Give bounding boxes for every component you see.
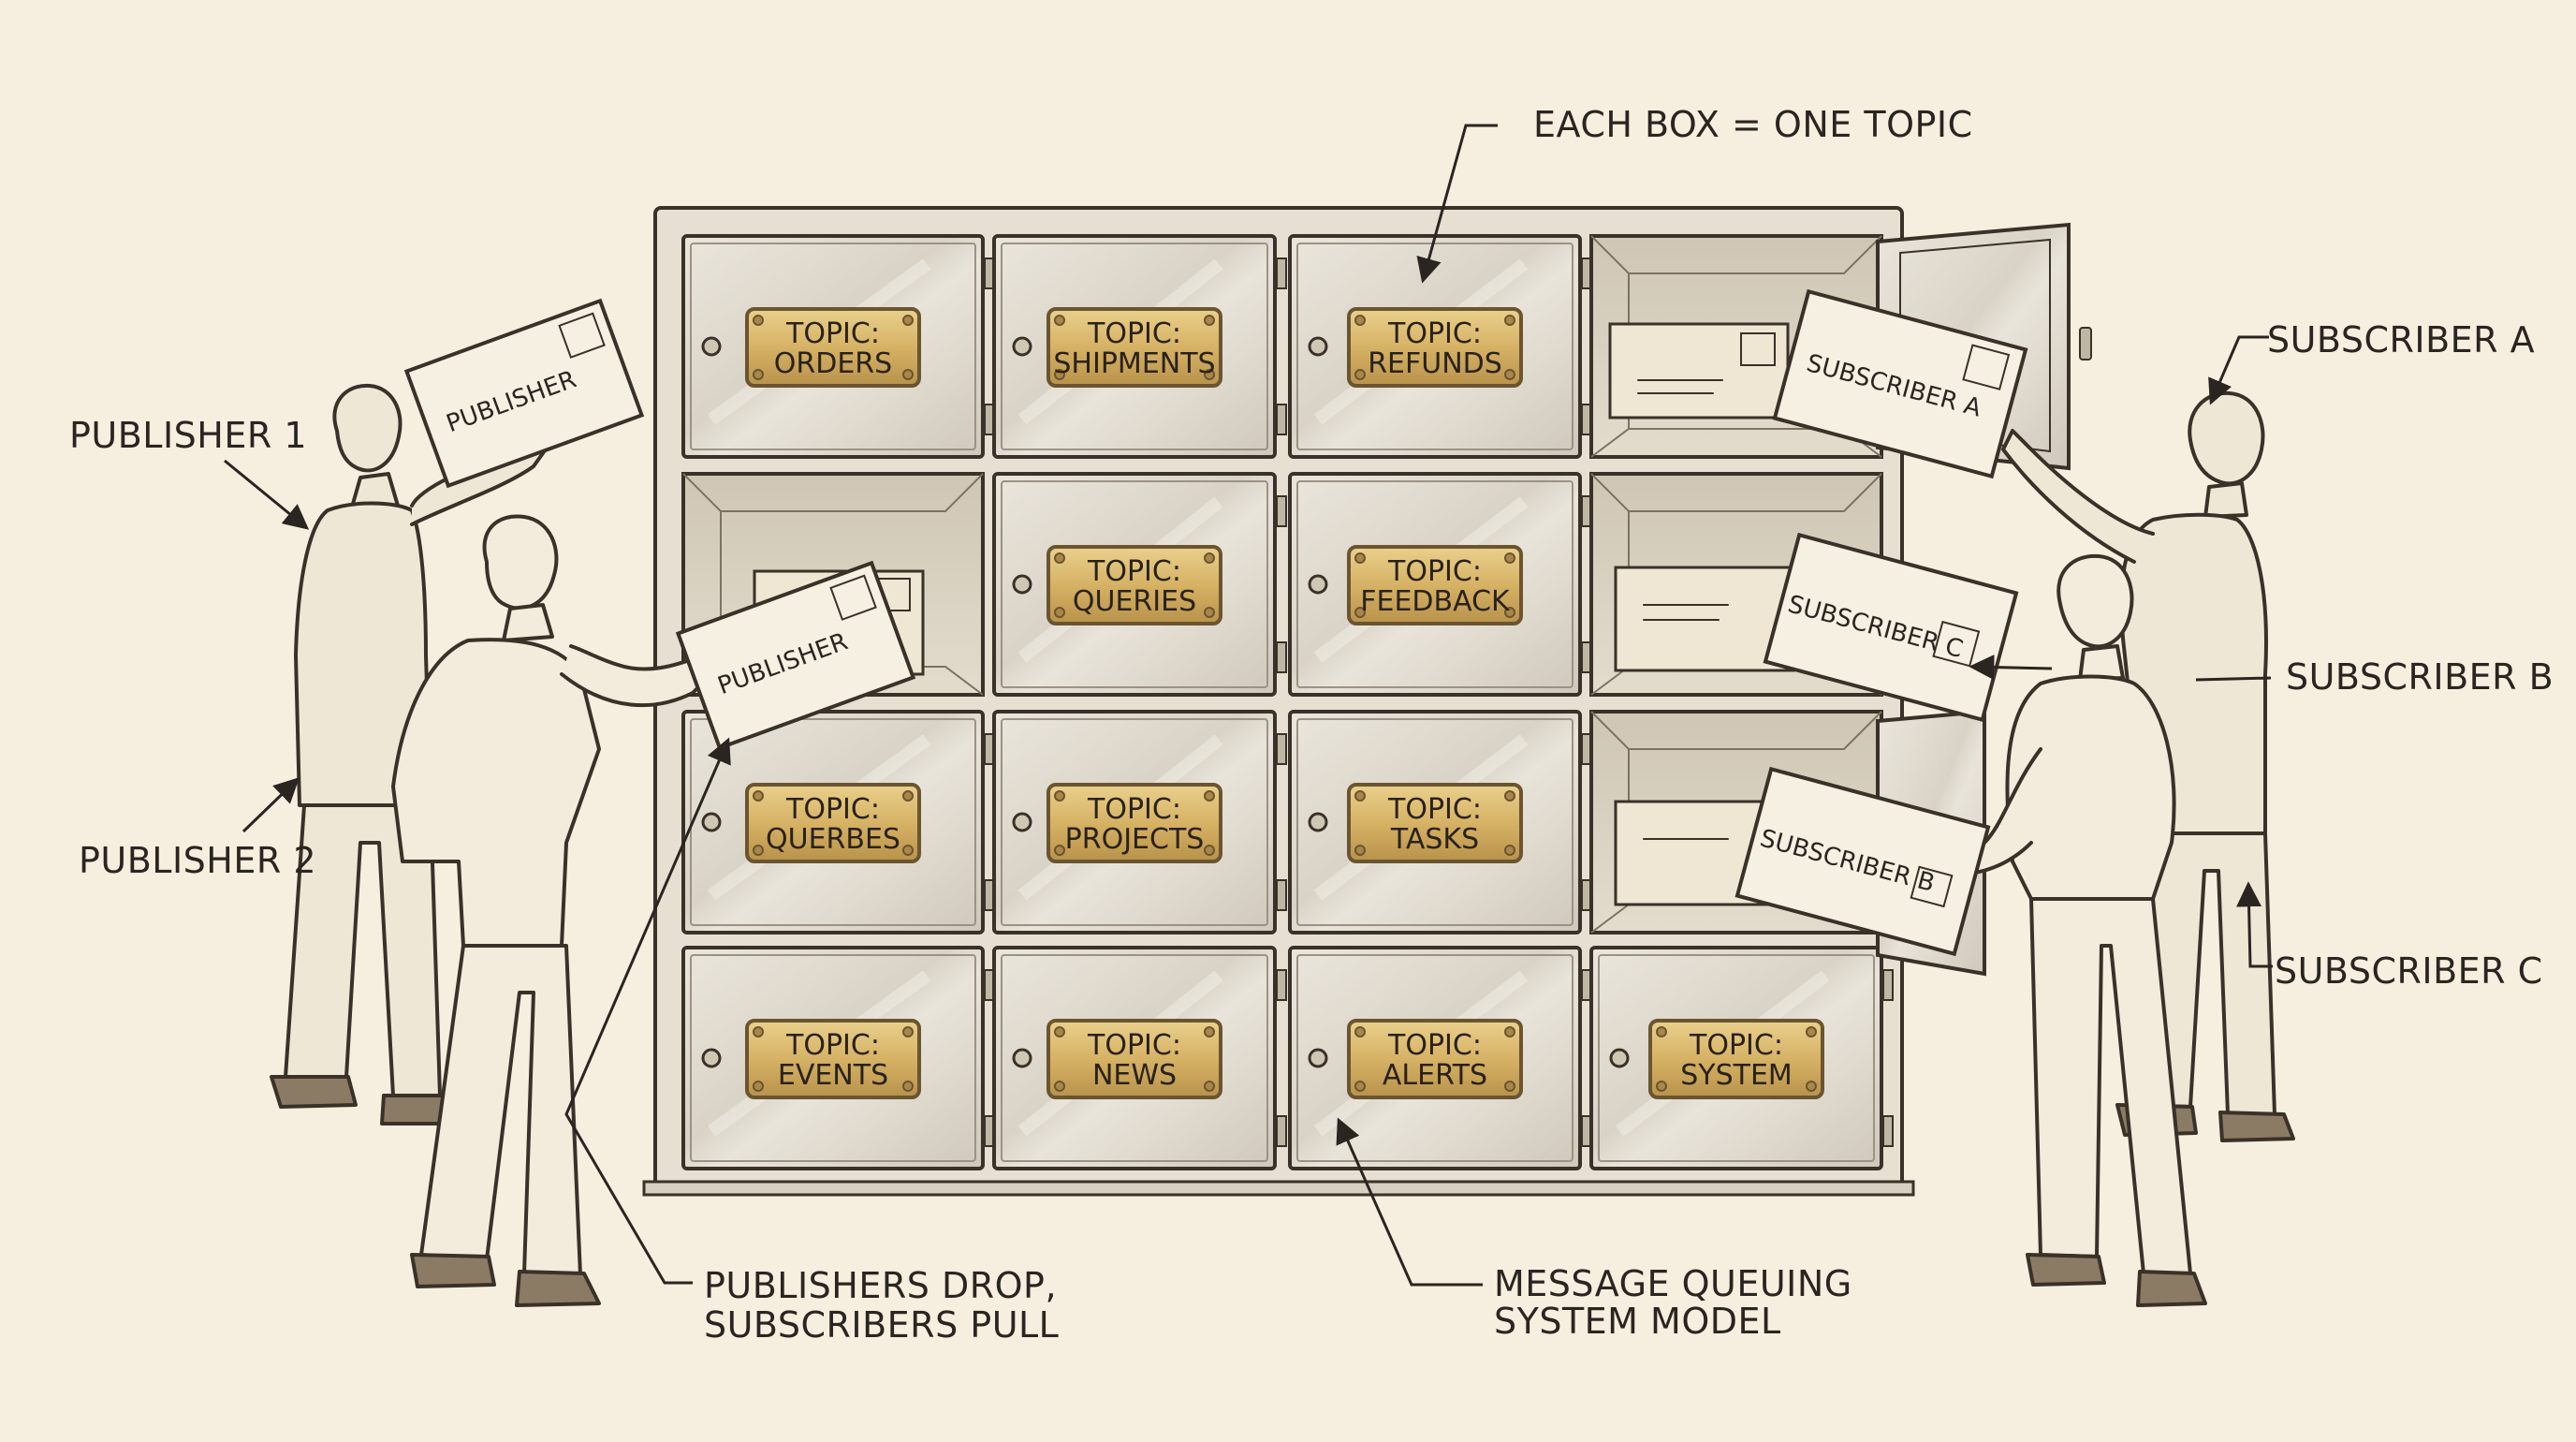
topic-plate-name: FEEDBACK [1360,585,1511,618]
topic-plate-prefix: TOPIC: [1387,555,1482,588]
topic-plate-name: EVENTS [778,1059,888,1092]
topic-box-news[interactable]: TOPIC:NEWS [994,948,1286,1169]
topic-plate-prefix: TOPIC: [1387,793,1482,826]
topic-plate-name: NEWS [1092,1059,1177,1092]
callout-publisher-2: PUBLISHER 2 [79,840,316,881]
callout-publishers-drop-line-1: PUBLISHERS DROP, [704,1265,1057,1306]
topic-box-orders[interactable]: TOPIC:ORDERS [683,236,994,457]
topic-plate-prefix: TOPIC: [1087,1029,1181,1062]
topic-plate-name: PROJECTS [1065,823,1205,856]
topic-plate-prefix: TOPIC: [1087,317,1181,350]
topic-box-feedback[interactable]: TOPIC:FEEDBACK [1290,474,1591,695]
topic-box-shipments[interactable]: TOPIC:SHIPMENTS [994,236,1286,457]
callout-model-line-2: SYSTEM MODEL [1494,1301,1781,1342]
topic-box-projects[interactable]: TOPIC:PROJECTS [994,712,1286,933]
callout-subscriber-a: SUBSCRIBER A [2267,319,2535,360]
keyhole-icon [1014,576,1031,593]
topic-plate-prefix: TOPIC: [1689,1029,1783,1062]
keyhole-icon [1310,814,1326,831]
topic-plate-name: SYSTEM [1680,1059,1793,1092]
topic-box-alerts[interactable]: TOPIC:ALERTS [1290,948,1591,1169]
topic-plate-name: QUERIES [1073,585,1196,618]
topic-box-tasks[interactable]: TOPIC:TASKS [1290,712,1591,933]
keyhole-icon [703,1050,720,1067]
keyhole-icon [1310,338,1326,355]
keyhole-icon [703,338,720,355]
topic-plate-prefix: TOPIC: [785,317,880,350]
topic-plate-prefix: TOPIC: [1087,555,1181,588]
topic-box-events[interactable]: TOPIC:EVENTS [683,948,994,1169]
keyhole-icon [1014,814,1031,831]
keyhole-icon [1014,1050,1031,1067]
topic-plate-prefix: TOPIC: [785,793,880,826]
topic-plate-name: SHIPMENTS [1053,347,1215,380]
keyhole-icon [1310,576,1326,593]
topic-plate-name: ORDERS [774,347,892,380]
callout-subscriber-b: SUBSCRIBER B [2286,656,2554,698]
topic-plate-prefix: TOPIC: [1087,793,1181,826]
keyhole-icon [1014,338,1031,355]
topic-box-refunds[interactable]: TOPIC:REFUNDS [1290,236,1591,457]
keyhole-icon [1310,1050,1326,1067]
topic-plate-prefix: TOPIC: [1387,317,1482,350]
envelope-publisher-1: PUBLISHER [406,301,641,485]
callout-publishers-drop-line-2: SUBSCRIBERS PULL [704,1304,1059,1346]
callout-model-line-1: MESSAGE QUEUING [1494,1263,1852,1304]
topic-plate-name: ALERTS [1383,1059,1487,1092]
callout-publisher-1: PUBLISHER 1 [69,415,307,456]
callout-subscriber-c: SUBSCRIBER C [2275,950,2543,992]
topic-box-system[interactable]: TOPIC:SYSTEM [1591,948,1893,1169]
topic-plate-prefix: TOPIC: [1387,1029,1482,1062]
keyhole-icon [1611,1050,1628,1067]
topic-box-queries[interactable]: TOPIC:QUERIES [994,474,1286,695]
topic-plate-prefix: TOPIC: [785,1029,880,1062]
callout-each-box-one-topic: EACH BOX = ONE TOPIC [1533,104,1973,145]
topic-plate-name: QUERBES [766,823,900,856]
topic-plate-name: TASKS [1390,823,1479,856]
topic-plate-name: REFUNDS [1368,347,1502,380]
keyhole-icon [703,814,720,831]
